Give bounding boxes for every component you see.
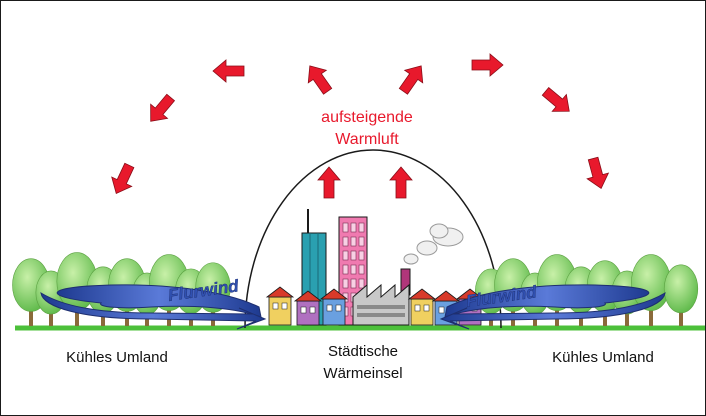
city-line1: Städtische — [327, 343, 399, 360]
arrow-icon — [317, 166, 341, 199]
arrow-icon — [111, 162, 135, 195]
rising-air-label: aufsteigende Warmluft — [297, 107, 437, 151]
city-line2: Wärmeinsel — [323, 365, 403, 382]
smoke-cloud-icon — [403, 223, 464, 265]
wind-arrow-icon-left — [40, 284, 267, 330]
heat-dome-outline — [244, 149, 502, 329]
city-label: Städtische Wärmeinsel — [293, 341, 433, 385]
country-label-left: Kühles Umland — [66, 349, 168, 366]
house-icon — [293, 290, 323, 326]
arrow-icon — [541, 86, 570, 112]
arrow-icon — [307, 65, 333, 95]
arrow-icon — [471, 53, 504, 77]
arrow-icon — [586, 156, 610, 190]
arrow-icon — [389, 166, 413, 199]
house-icon — [265, 286, 295, 326]
house-icon — [407, 288, 437, 326]
wind-arrow-icon-right — [439, 284, 666, 330]
rising-air-arrows — [111, 53, 610, 199]
house-icon — [319, 288, 349, 326]
arrow-icon — [212, 59, 245, 83]
factory-icon — [352, 268, 411, 326]
country-label-right: Kühles Umland — [552, 349, 654, 366]
arrow-icon — [150, 93, 176, 122]
arrow-icon — [398, 65, 424, 95]
rising-air-line1: aufsteigende — [321, 109, 413, 126]
rising-air-line2: Warmluft — [335, 131, 399, 148]
tree-icon — [663, 264, 699, 326]
